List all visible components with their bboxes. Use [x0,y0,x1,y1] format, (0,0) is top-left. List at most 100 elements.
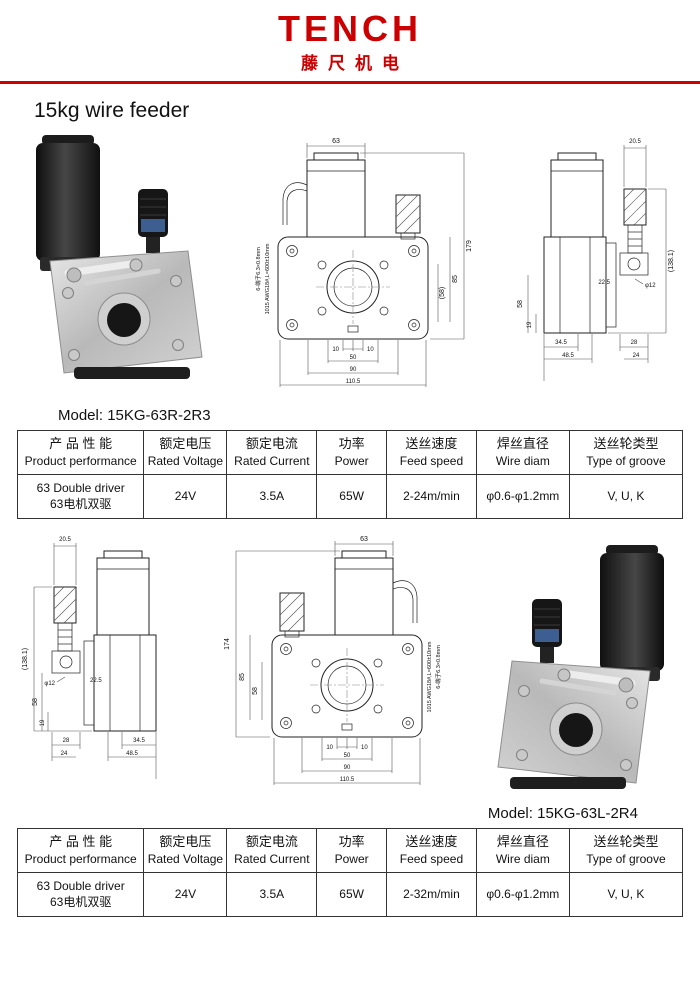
dim-label: 19 [40,719,46,726]
product-photo-top-image [36,134,203,379]
dim-label-width: 63 [360,536,368,543]
dim-label: 22.5 [90,678,102,684]
dim-label: 28 [631,340,638,346]
page-header: TENCH 藤尺机电 [0,0,700,84]
front-view-drawing-bottom: 63 174 85 58 10 10 [224,536,442,785]
dim-label: 58 [32,698,39,706]
dim-label: 22.5 [598,280,610,286]
dim-label: 50 [350,355,357,361]
cell-wire-diam: φ0.6-φ1.2mm [475,871,570,917]
dim-label: 110.5 [346,379,361,385]
drawing-front-view-bottom: 63 174 85 58 10 10 [220,527,450,805]
dim-label: (138.1) [668,250,675,272]
dim-label-height: 174 [224,638,231,650]
cell-wire-diam: φ0.6-φ1.2mm [475,473,570,519]
dim-label-height: 179 [466,240,473,252]
cell-feed-speed: 2-24m/min [386,473,477,519]
product-photo-bottom-image [497,544,664,789]
cell-feed-speed: 2-32m/min [386,871,477,917]
model-label-top: Model: 15KG-63R-2R3 [58,406,211,424]
cell-power: 65W [316,473,388,519]
wire-spec-note: 1015 AWG18#,L=600±10mm [427,641,433,712]
dim-label: 10 [332,347,339,353]
model-label-bottom: Model: 15KG-63L-2R4 [487,804,638,822]
drawing-front-view-top: 63 179 85 (58) 10 10 [250,129,480,407]
top-product-section: 63 179 85 (58) 10 10 [0,129,700,407]
dim-label: (138.1) [22,648,29,670]
dim-label: 34.5 [133,738,145,744]
brand-logo-chinese: 藤尺机电 [301,53,409,73]
dim-label: 10 [361,745,368,751]
cell-voltage: 24V [143,871,228,917]
cell-voltage: 24V [143,473,228,519]
dim-label: 85 [452,275,459,283]
dim-label: 90 [350,367,357,373]
dim-label: 24 [633,353,640,359]
cell-groove: V, U, K [568,473,684,519]
dim-label: 28 [63,738,70,744]
drawing-side-view-top: 20.5 (138.1) φ12 22.5 58 19 34.5 [514,129,684,407]
knob-label [535,628,559,642]
brand-logo: TENCH [278,8,422,49]
motor-body [36,142,100,261]
dim-label: 10 [326,745,333,751]
dim-label: 48.5 [126,751,138,757]
product-photo-top [16,129,216,387]
knob-label [141,218,165,232]
dim-label: 48.5 [562,353,574,359]
dim-label: 24 [61,751,68,757]
dim-label: (58) [439,287,446,299]
motor-cap [42,134,94,145]
dim-label: 58 [517,300,524,308]
cell-power: 65W [316,871,388,917]
dim-label-width: 63 [332,138,340,145]
page-title: 15kg wire feeder [34,98,190,122]
terminal-note: 6-端子6.3×0.8mm [434,645,442,689]
cell-groove: V, U, K [568,871,684,917]
motor-cap [606,544,658,555]
side-view-drawing-bottom: 20.5 (138.1) φ12 22.5 58 19 34.5 [22,537,157,779]
dim-label: φ12 [44,681,55,687]
dim-label: 10 [367,347,374,353]
product-photo-bottom [484,539,684,797]
cell-current: 3.5A [226,871,318,917]
dim-label: 90 [344,765,351,771]
drawing-side-view-bottom: 20.5 (138.1) φ12 22.5 58 19 34.5 [16,527,186,805]
terminal-note: 6-端子6.3×0.8mm [254,247,262,291]
bottom-product-section: 20.5 (138.1) φ12 22.5 58 19 34.5 [0,527,700,805]
dim-label: 20.5 [59,537,71,543]
dim-label: φ12 [645,283,656,289]
cell-current: 3.5A [226,473,318,519]
motor-body [600,552,664,671]
side-view-drawing-top: 20.5 (138.1) φ12 22.5 58 19 34.5 [517,139,675,381]
dim-label: 58 [252,687,259,695]
front-view-drawing-top: 63 179 85 (58) 10 10 [254,138,473,387]
dim-label: 85 [239,673,246,681]
wire-spec-note: 1015 AWG18#,L=600±10mm [265,243,271,314]
dim-label: 110.5 [340,777,355,783]
dim-label: 20.5 [629,139,641,145]
